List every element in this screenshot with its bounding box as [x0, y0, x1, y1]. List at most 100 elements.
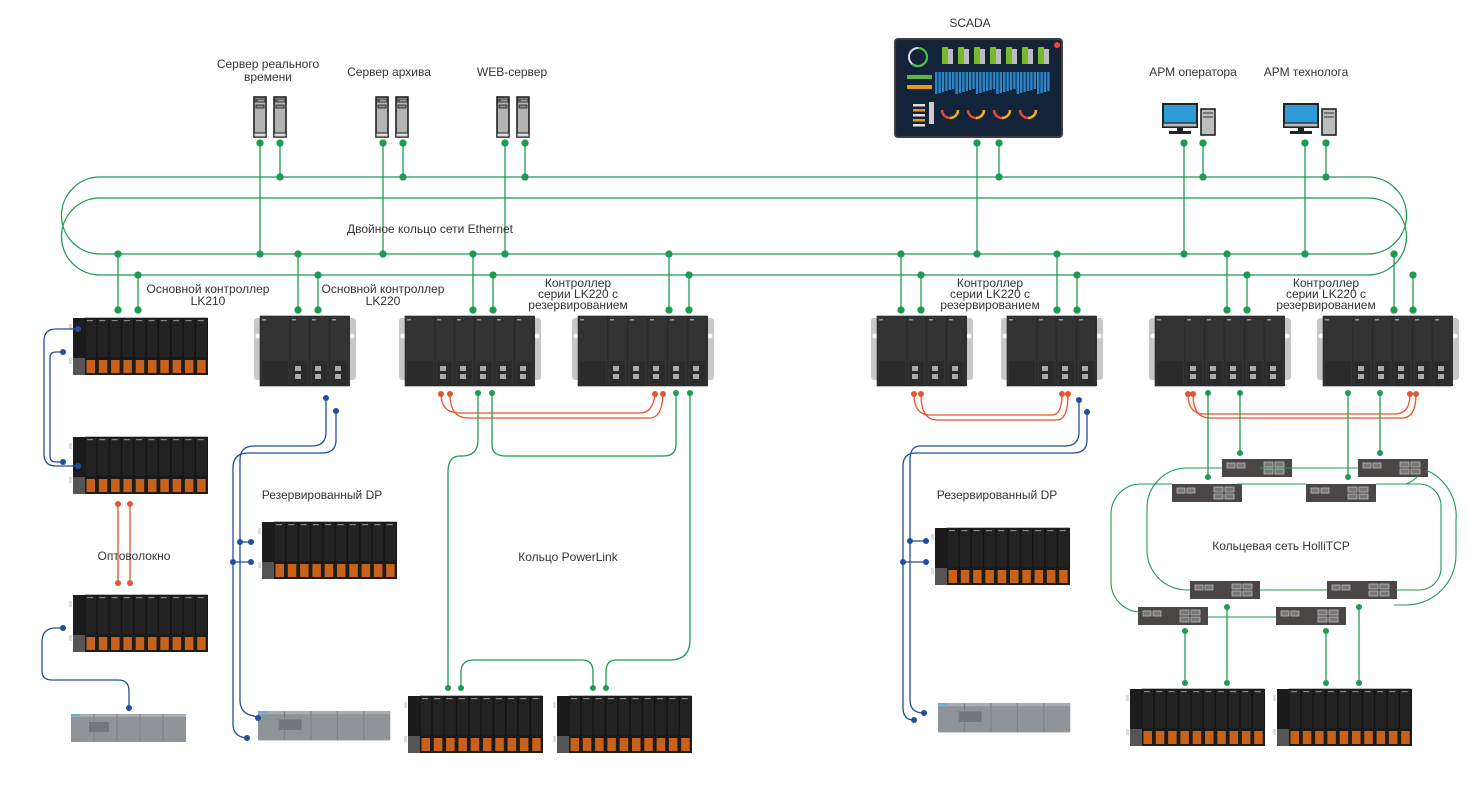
- module-label: [148, 439, 155, 441]
- io-terminal: [148, 479, 157, 492]
- scada-indicator: [913, 104, 925, 107]
- io-terminal: [1217, 731, 1226, 744]
- scada-spectrum-bar: [975, 72, 979, 94]
- io-module: [322, 521, 336, 563]
- module-label: [300, 524, 307, 526]
- rail-clip: [1273, 695, 1276, 701]
- io-rack[interactable]: [69, 436, 208, 494]
- connector-dot: [1073, 306, 1081, 314]
- io-module: [384, 521, 397, 563]
- operator-workstation[interactable]: [1162, 103, 1216, 136]
- io-terminal: [111, 479, 120, 492]
- scada-screen[interactable]: [894, 38, 1063, 138]
- module-port-area: [1187, 361, 1202, 385]
- io-terminal: [632, 738, 641, 751]
- network-switch[interactable]: [1275, 606, 1347, 626]
- connector-dot: [1323, 628, 1329, 634]
- controller-rack[interactable]: [871, 315, 973, 387]
- io-module: [1178, 688, 1191, 730]
- controller-rack[interactable]: [1317, 315, 1459, 387]
- remote-io-module[interactable]: [70, 713, 187, 743]
- io-rack[interactable]: [1126, 688, 1265, 746]
- io-module: [1215, 688, 1228, 730]
- io-terminal: [1022, 570, 1031, 583]
- redundant-dp-label: Резервированный DP: [936, 488, 1058, 502]
- io-module: [1288, 688, 1301, 730]
- realtime-server[interactable]: [253, 96, 287, 138]
- connector-dot: [501, 250, 509, 258]
- io-rack[interactable]: [258, 521, 397, 579]
- module-port: [315, 374, 321, 379]
- io-module: [593, 695, 606, 737]
- technologist-workstation[interactable]: [1283, 103, 1337, 136]
- module-label: [111, 597, 118, 599]
- network-switch[interactable]: [1326, 580, 1398, 600]
- network-switch[interactable]: [1357, 458, 1429, 478]
- controller-rack[interactable]: [1149, 315, 1291, 387]
- module-port: [1190, 366, 1196, 371]
- connector-dot: [973, 139, 981, 147]
- server-icon: [273, 96, 287, 138]
- desktop-pc-icon: [1162, 103, 1216, 136]
- module-label: [123, 320, 130, 322]
- controller-rack[interactable]: [572, 315, 714, 387]
- rail-clip: [69, 601, 72, 607]
- module-label: [99, 439, 106, 441]
- module-label: [386, 524, 393, 526]
- io-rack[interactable]: [69, 594, 208, 652]
- network-switch[interactable]: [1305, 483, 1377, 503]
- network-switch[interactable]: [1137, 606, 1209, 626]
- io-rack[interactable]: [553, 695, 692, 753]
- remote-io-module[interactable]: [257, 710, 391, 741]
- io-module: [158, 594, 171, 636]
- io-rack[interactable]: [69, 317, 208, 375]
- module-port: [295, 366, 301, 371]
- network-switch[interactable]: [1189, 580, 1261, 600]
- module-label: [197, 320, 204, 322]
- io-terminal: [135, 479, 145, 492]
- connector-dot: [590, 685, 596, 691]
- module-port-area: [650, 361, 665, 385]
- connector-dot: [1053, 250, 1061, 258]
- module-label: [1168, 691, 1175, 693]
- connector-dot: [665, 250, 673, 258]
- io-module: [1032, 527, 1045, 569]
- io-rack[interactable]: [404, 695, 543, 753]
- io-terminal: [985, 570, 994, 583]
- connector-dot: [248, 539, 254, 545]
- label-line: LK220: [365, 294, 401, 308]
- io-module: [605, 695, 618, 737]
- module-label: [1217, 691, 1224, 693]
- io-module: [654, 695, 667, 737]
- module-port-area: [1079, 361, 1094, 385]
- remote-io-module[interactable]: [937, 702, 1071, 733]
- io-rack[interactable]: [1273, 688, 1412, 746]
- io-terminal: [160, 637, 169, 650]
- module-port-area: [497, 361, 512, 385]
- module-port-area: [1325, 361, 1351, 385]
- controller-rack[interactable]: [1001, 315, 1103, 387]
- io-rack[interactable]: [931, 527, 1070, 585]
- powerlink-link: [447, 393, 479, 688]
- module-led: [517, 319, 521, 321]
- io-module: [158, 317, 171, 359]
- module-port: [1358, 374, 1364, 379]
- scada-bar: [1022, 47, 1028, 64]
- controller-rack[interactable]: [254, 315, 356, 387]
- connector-dot: [923, 559, 929, 565]
- module-label: [99, 320, 106, 322]
- powerlink-ring-label: Кольцо PowerLink: [518, 550, 618, 564]
- controller-rack[interactable]: [399, 315, 541, 387]
- module-port: [653, 374, 659, 379]
- power-terminal: [1277, 729, 1289, 746]
- archive-server[interactable]: [375, 96, 409, 138]
- web-server[interactable]: [496, 96, 530, 138]
- io-terminal: [446, 738, 455, 751]
- scada-spectrum-bar: [969, 72, 972, 90]
- rail-clip: [69, 477, 72, 483]
- module-port: [1438, 366, 1444, 371]
- io-module: [97, 317, 110, 359]
- module-label: [312, 524, 319, 526]
- module-port: [932, 374, 938, 379]
- network-switch[interactable]: [1171, 483, 1243, 503]
